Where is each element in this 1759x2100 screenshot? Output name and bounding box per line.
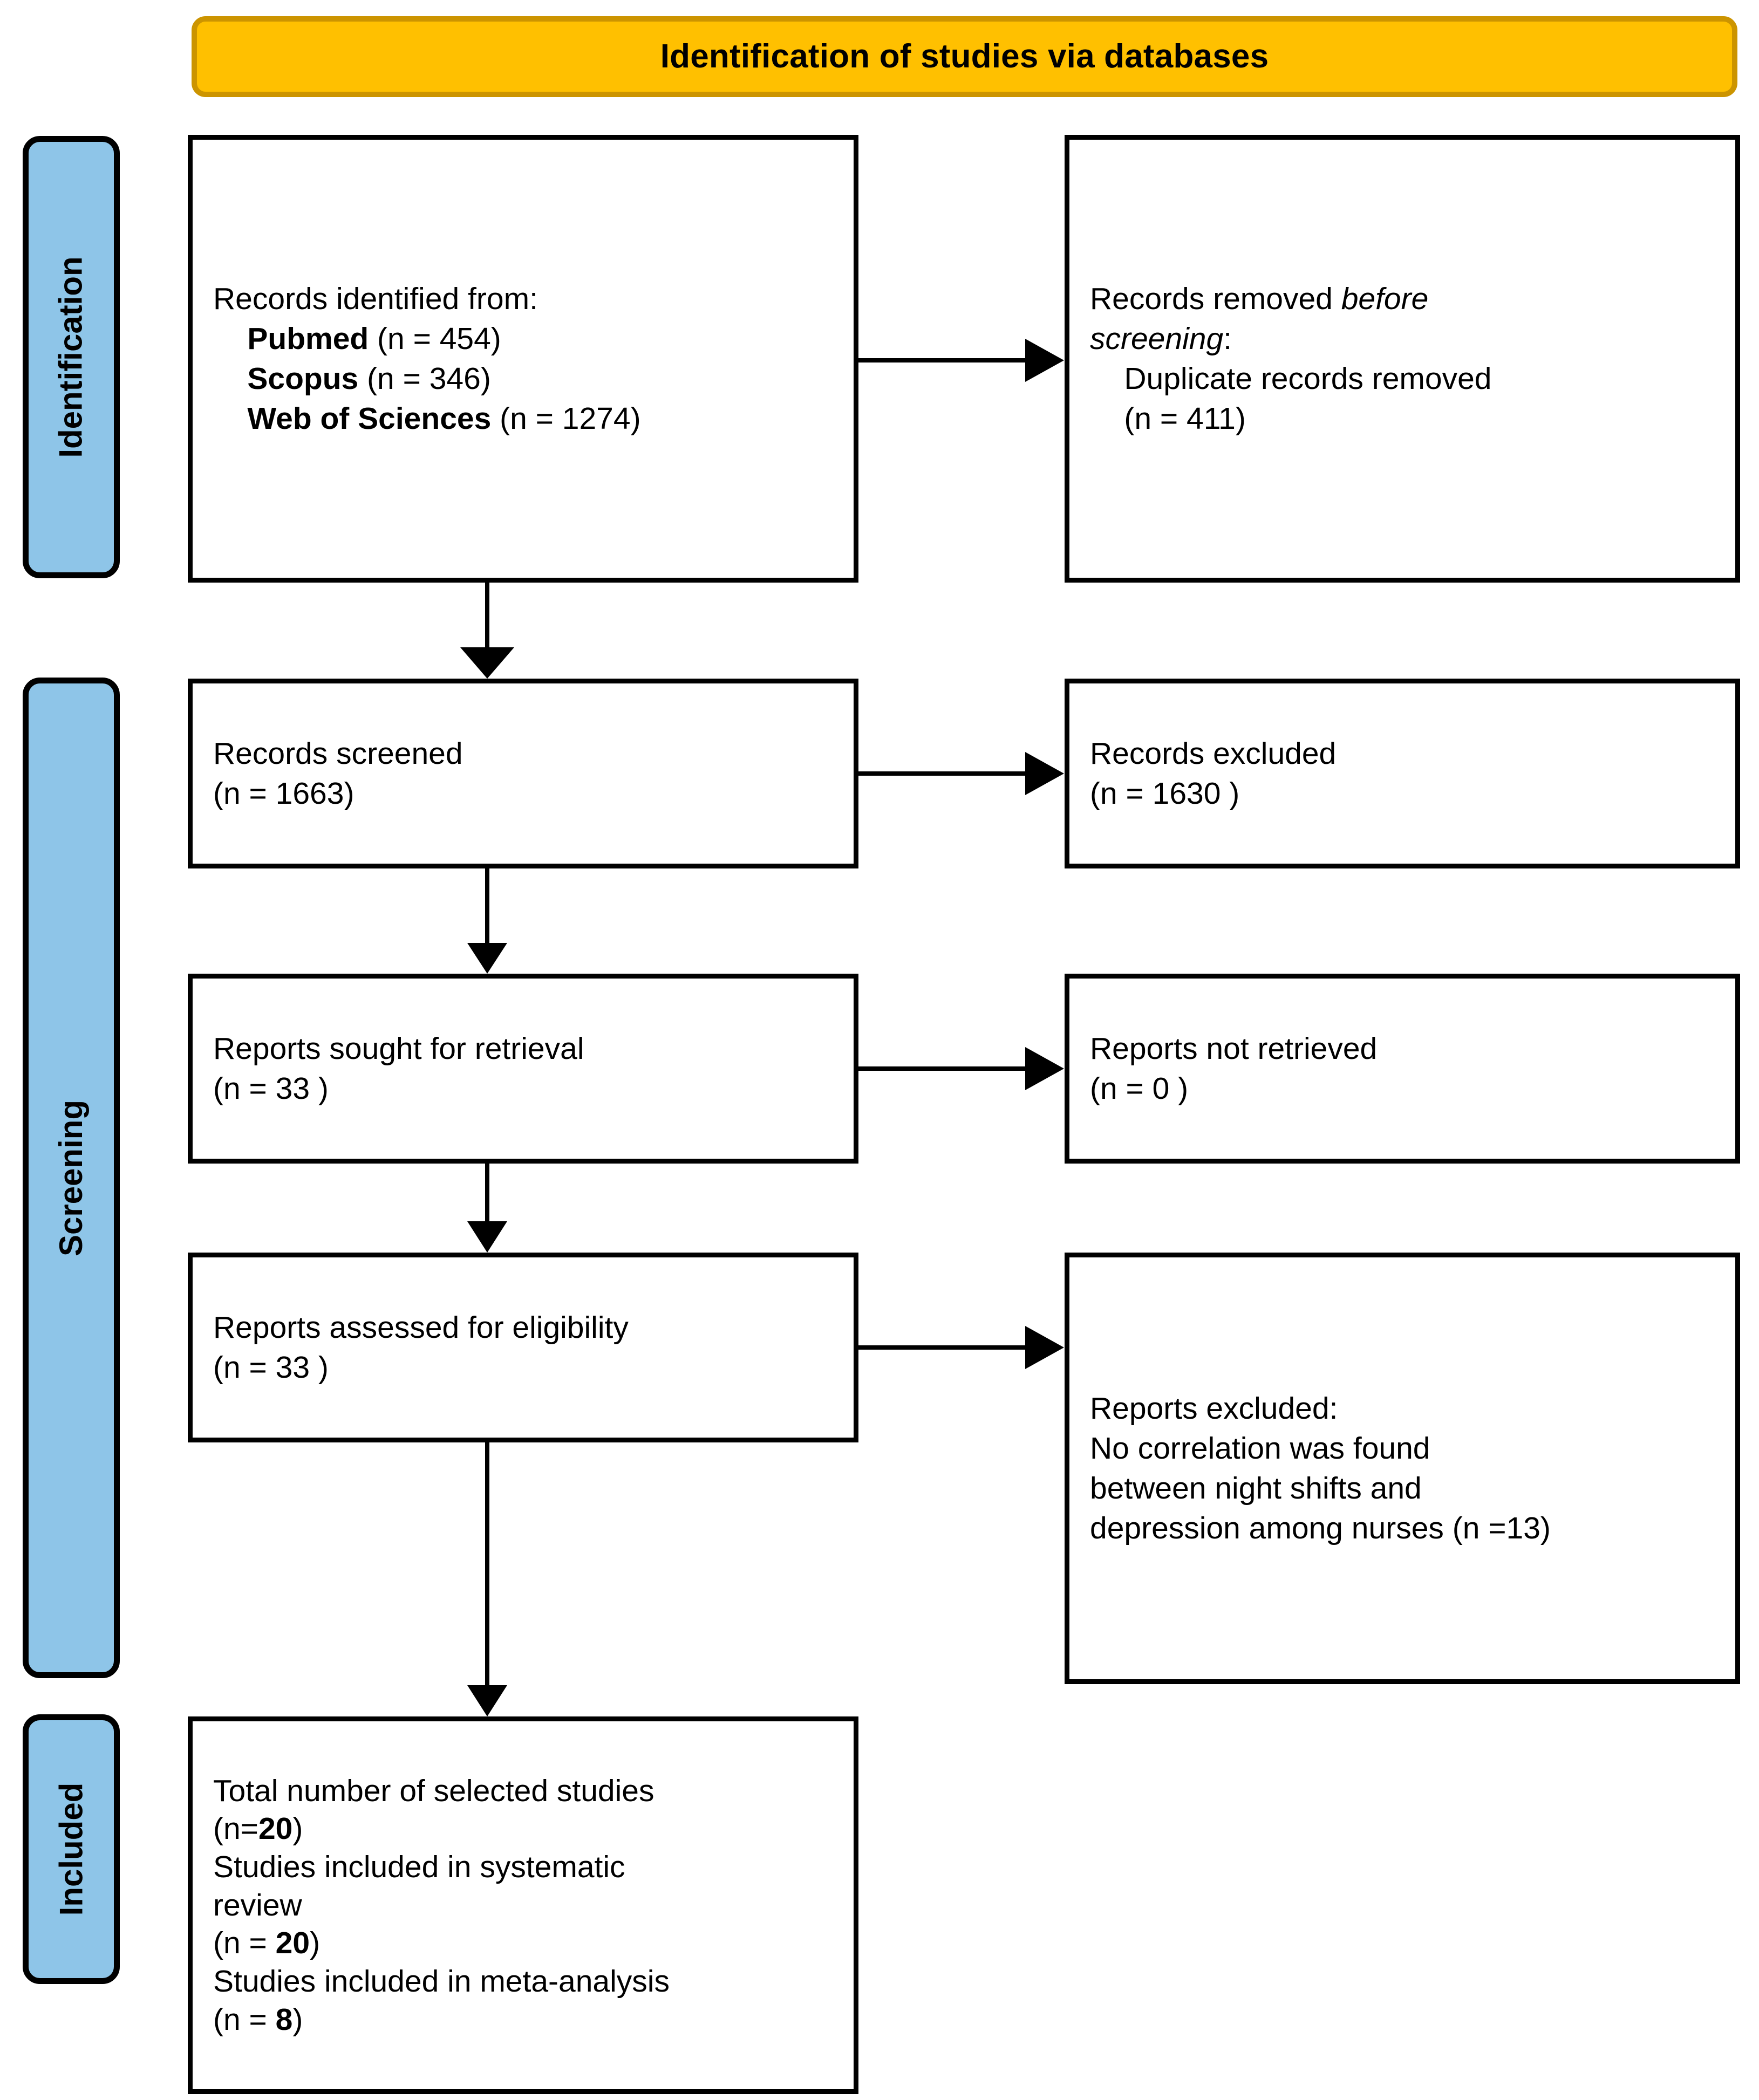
studies-included-line2-bold: 20 [258,1811,293,1846]
records-identified-source1-count: (n = 454) [369,321,501,356]
reports-not-retrieved-line1: Reports not retrieved [1090,1031,1378,1066]
studies-included-line4: review [213,1887,302,1923]
box-records-identified: Records identified from: Pubmed (n = 454… [188,135,858,583]
records-screened-line1: Records screened [213,736,463,771]
studies-included-line7-plain: (n = [213,2002,276,2037]
box-reports-sought: Reports sought for retrieval (n = 33 ) [188,974,858,1164]
studies-included-line1: Total number of selected studies [213,1773,654,1808]
records-removed-line2-italic: screening [1090,321,1224,356]
box-studies-included-text: Total number of selected studies(n=20)St… [213,1772,833,2039]
studies-included-line7-bold: 8 [275,2002,293,2037]
reports-excluded-line3: between night shifts and [1090,1471,1422,1506]
records-identified-source1-name: Pubmed [213,321,369,356]
records-screened-line2: (n = 1663) [213,776,354,811]
stage-label-identification-text: Identification [53,256,89,458]
studies-included-line6: Studies included in meta-analysis [213,1964,670,1999]
banner-identification-via-databases: Identification of studies via databases [192,16,1737,97]
box-reports-excluded-text: Reports excluded: No correlation was foun… [1090,1388,1715,1548]
records-removed-line1-italic: before [1341,281,1429,316]
reports-sought-line2: (n = 33 ) [213,1071,329,1106]
arrow-screened-to-excluded [858,752,1064,795]
studies-included-line7-tail: ) [292,2002,303,2037]
box-reports-not-retrieved: Reports not retrieved (n = 0 ) [1065,974,1740,1164]
box-records-screened-text: Records screened (n = 1663) [213,734,833,813]
studies-included-line3: Studies included in systematic [213,1849,625,1884]
box-reports-excluded: Reports excluded: No correlation was foun… [1065,1253,1740,1684]
records-removed-line1-plain: Records removed [1090,281,1341,316]
box-studies-included: Total number of selected studies(n=20)St… [188,1716,858,2094]
reports-assessed-line1: Reports assessed for eligibility [213,1310,629,1345]
reports-sought-line1: Reports sought for retrieval [213,1031,584,1066]
records-identified-line1: Records identified from: [213,281,538,316]
arrow-identified-to-removed [858,339,1064,382]
records-excluded-line1: Records excluded [1090,736,1337,771]
arrow-identified-to-screened [460,583,514,679]
box-records-removed-text: Records removed before screening: Duplica… [1090,279,1715,439]
banner-title: Identification of studies via databases [660,37,1269,75]
box-records-excluded: Records excluded (n = 1630 ) [1065,679,1740,868]
reports-not-retrieved-line2: (n = 0 ) [1090,1071,1189,1106]
studies-included-line5-tail: ) [310,1926,321,1961]
box-reports-assessed: Reports assessed for eligibility (n = 33 … [188,1253,858,1442]
records-identified-source2-count: (n = 346) [358,361,491,396]
box-reports-sought-text: Reports sought for retrieval (n = 33 ) [213,1029,833,1109]
studies-included-line5-plain: (n = [213,1926,276,1961]
stage-label-screening-text: Screening [53,1099,90,1256]
studies-included-line5-bold: 20 [275,1926,310,1961]
box-reports-assessed-text: Reports assessed for eligibility (n = 33 … [213,1308,833,1387]
records-removed-line2-plain: : [1223,321,1232,356]
studies-included-line2-tail: ) [292,1811,303,1846]
arrow-sought-to-assessed [467,1164,507,1253]
reports-excluded-line2: No correlation was found [1090,1431,1430,1466]
arrow-assessed-to-studies-included [467,1442,507,1716]
records-identified-source3-count: (n = 1274) [491,401,641,436]
box-records-excluded-text: Records excluded (n = 1630 ) [1090,734,1715,813]
arrow-screened-to-sought [467,868,507,974]
records-identified-source3-name: Web of Sciences [213,401,492,436]
stage-label-screening: Screening [23,678,120,1678]
stage-label-included: Included [23,1714,120,1984]
arrow-assessed-to-reports-excluded [858,1326,1064,1369]
records-excluded-line2: (n = 1630 ) [1090,776,1240,811]
records-removed-line3: Duplicate records removed [1090,361,1492,396]
arrow-sought-to-not-retrieved [858,1047,1064,1090]
reports-assessed-line2: (n = 33 ) [213,1350,329,1385]
reports-excluded-line4: depression among nurses (n =13) [1090,1511,1551,1546]
stage-label-included-text: Included [53,1782,89,1916]
records-identified-source2-name: Scopus [213,361,359,396]
records-removed-line4: (n = 411) [1090,401,1246,436]
stage-label-identification: Identification [23,136,120,578]
box-records-removed: Records removed before screening: Duplica… [1065,135,1740,583]
reports-excluded-line1: Reports excluded: [1090,1391,1338,1426]
box-records-screened: Records screened (n = 1663) [188,679,858,868]
box-reports-not-retrieved-text: Reports not retrieved (n = 0 ) [1090,1029,1715,1109]
studies-included-line2-plain: (n= [213,1811,258,1846]
box-records-identified-text: Records identified from: Pubmed (n = 454… [213,279,833,439]
